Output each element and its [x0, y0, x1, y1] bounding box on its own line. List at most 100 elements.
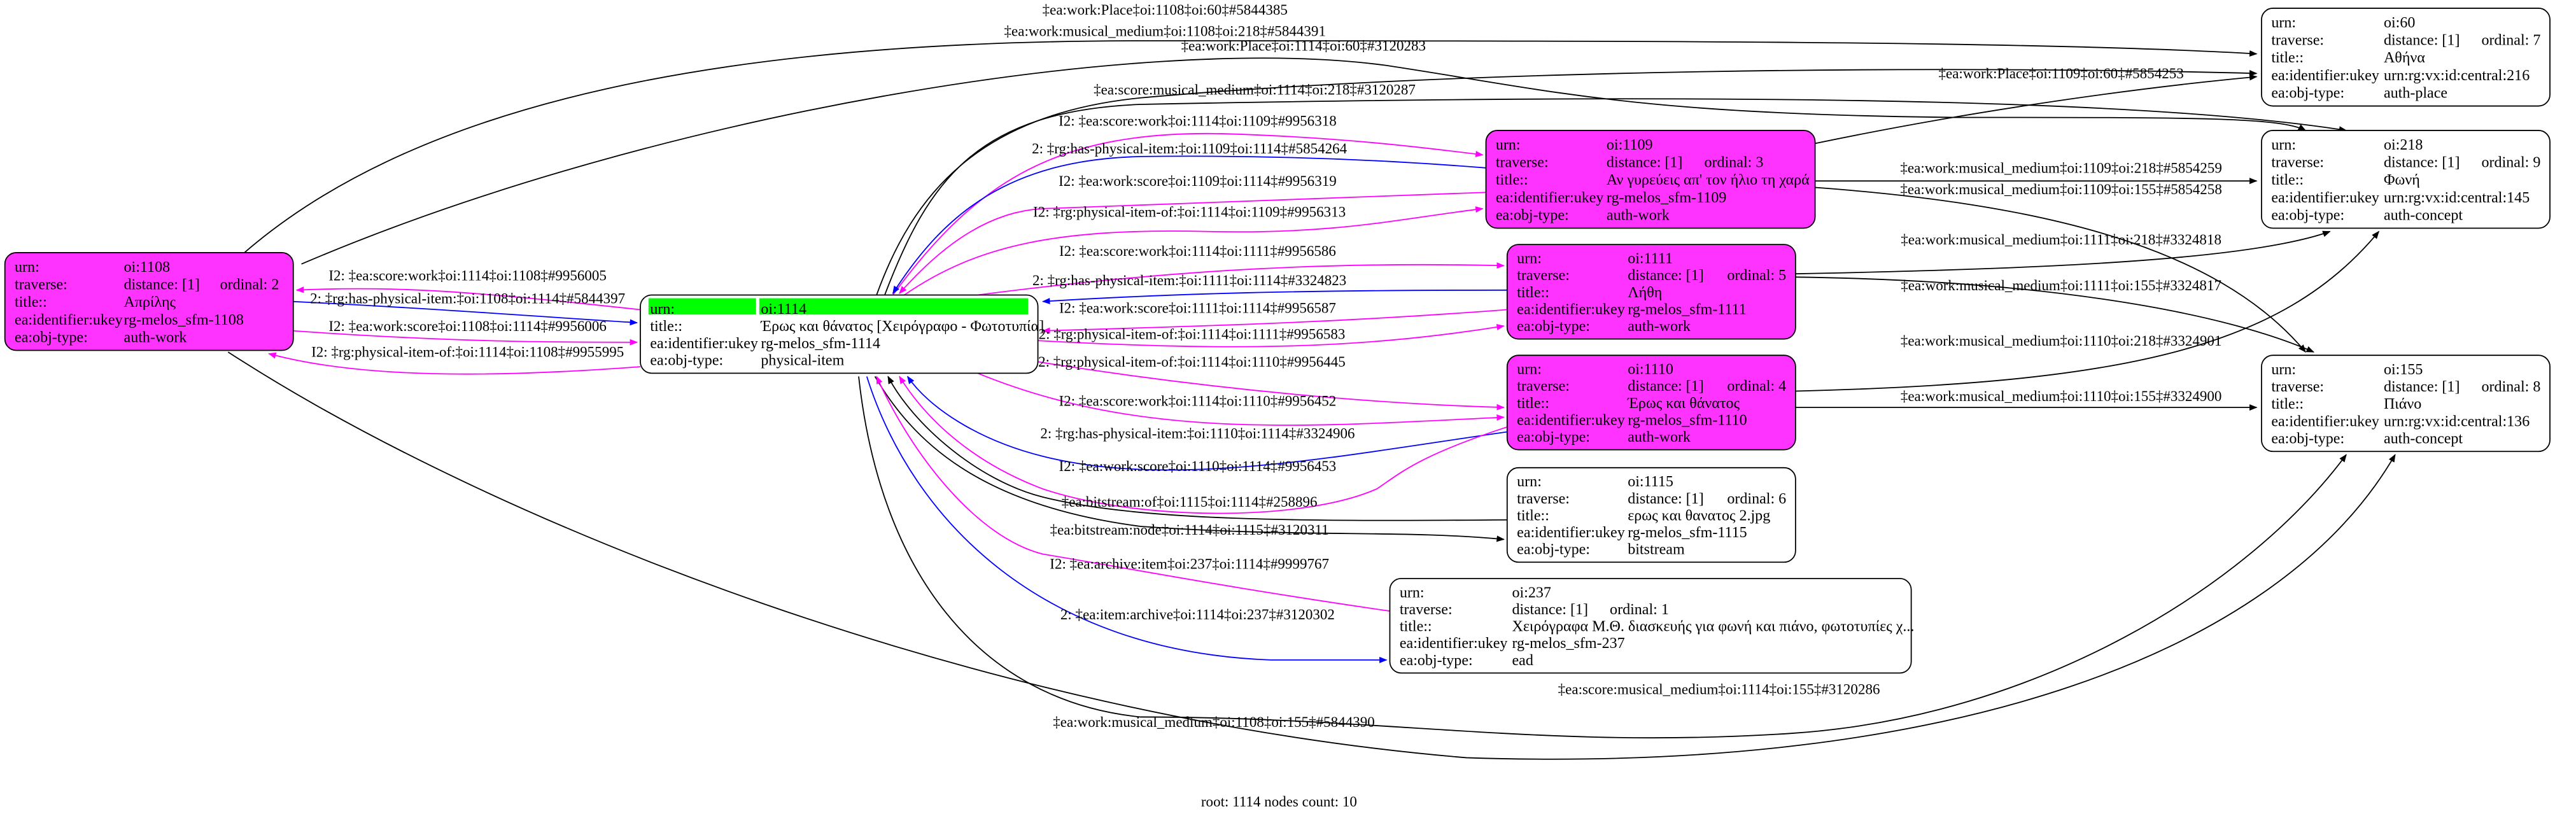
- edge[interactable]: ‡ea:work:musical_medium‡oi:1108‡oi:218‡#…: [301, 22, 2307, 265]
- edge-line[interactable]: [884, 98, 2347, 295]
- edge[interactable]: I2: ‡rg:physical-item-of:‡oi:1114‡oi:111…: [1034, 323, 1505, 348]
- edge-line[interactable]: [293, 300, 638, 326]
- edge-line[interactable]: [1795, 230, 2331, 275]
- edge-line[interactable]: [977, 262, 1505, 296]
- edge[interactable]: I2: ‡ea:score:work‡oi:1114‡oi:1110‡#9956…: [977, 372, 1505, 426]
- edge[interactable]: ‡ea:work:musical_medium‡oi:1109‡oi:218‡#…: [1815, 159, 2258, 185]
- field-label-traverse: traverse:: [1517, 491, 1570, 507]
- edge-line[interactable]: [874, 376, 1505, 542]
- edge-line[interactable]: [892, 132, 1484, 296]
- edge-line[interactable]: [899, 192, 1486, 294]
- edge[interactable]: ‡ea:score:musical_medium‡oi:1114‡oi:155‡…: [858, 376, 2347, 739]
- edge-line[interactable]: [1795, 230, 2380, 392]
- field-value-title: ερως και θανατος 2.jpg: [1628, 507, 1770, 524]
- edge-line[interactable]: [295, 286, 641, 311]
- node-box[interactable]: [2261, 355, 2551, 453]
- edge-line[interactable]: [899, 376, 1508, 514]
- edge[interactable]: I2: ‡ea:score:work‡oi:1114‡oi:1109‡#9956…: [892, 112, 1484, 296]
- node-box[interactable]: [4, 252, 294, 351]
- node-box[interactable]: [1389, 577, 1912, 674]
- field-label-obj-type: ea:obj-type:: [1496, 207, 1569, 223]
- node-box[interactable]: [1506, 467, 1796, 563]
- field-value-obj-type: auth-work: [124, 329, 188, 346]
- node-box[interactable]: [1506, 244, 1796, 340]
- node-box[interactable]: [2261, 130, 2551, 229]
- edge-line[interactable]: [1795, 276, 2315, 353]
- edge[interactable]: ‡ea:work:musical_medium‡oi:1110‡oi:155‡#…: [1795, 388, 2258, 411]
- edge-line[interactable]: [858, 376, 2347, 739]
- field-label-obj-type: ea:obj-type:: [2271, 85, 2344, 101]
- field-value-title: Αθήνα: [2384, 50, 2425, 66]
- edge-line[interactable]: [876, 376, 1390, 612]
- edge[interactable]: 2: ‡rg:has-physical-item:‡oi:1108‡oi:111…: [293, 290, 638, 326]
- edge-line[interactable]: [268, 352, 641, 375]
- edge[interactable]: I2: ‡ea:score:work‡oi:1114‡oi:1108‡#9956…: [295, 267, 641, 311]
- edge-line[interactable]: [907, 376, 1507, 471]
- edge-line[interactable]: [1038, 323, 1505, 348]
- edge-line[interactable]: [227, 351, 2396, 760]
- edge[interactable]: ‡ea:work:musical_medium‡oi:1111‡oi:218‡#…: [1795, 230, 2331, 275]
- edge-label: 2: ‡rg:has-physical-item:‡oi:1109‡oi:111…: [1032, 140, 1347, 157]
- node-box[interactable]: [2261, 8, 2551, 107]
- edge[interactable]: ‡ea:work:musical_medium‡oi:1111‡oi:155‡#…: [1795, 276, 2315, 353]
- edge-line[interactable]: [876, 69, 2258, 295]
- edge[interactable]: ‡ea:work:musical_medium‡oi:1108‡oi:155‡#…: [227, 351, 2396, 760]
- edge-line[interactable]: [977, 372, 1505, 426]
- field-label-ukey: ea:identifier:ukey: [15, 312, 123, 328]
- edge[interactable]: ‡ea:bitstream:of‡oi:1115‡oi:1114‡#258896: [887, 376, 1507, 521]
- edge-line[interactable]: [293, 330, 638, 346]
- edge[interactable]: I2: ‡ea:archive:item‡oi:237‡oi:1114‡#999…: [876, 376, 1390, 612]
- edge[interactable]: ‡ea:score:musical_medium‡oi:1114‡oi:218‡…: [884, 81, 2347, 295]
- node-box[interactable]: [1506, 355, 1796, 451]
- field-label-obj-type: ea:obj-type:: [1517, 318, 1590, 335]
- edge-line[interactable]: [301, 57, 2307, 265]
- edge[interactable]: ‡ea:work:Place‡oi:1114‡oi:60‡#3120283: [876, 38, 2258, 295]
- node-box[interactable]: [1485, 130, 1816, 229]
- edge[interactable]: 2: ‡rg:has-physical-item:‡oi:1109‡oi:111…: [892, 140, 1486, 294]
- field-value-ukey: rg-melos_sfm-237: [1512, 635, 1624, 652]
- edge-line[interactable]: [1042, 309, 1507, 334]
- edge[interactable]: 2: ‡ea:item:archive‡oi:1114‡oi:237‡#3120…: [866, 376, 1388, 663]
- edge-line[interactable]: [1042, 289, 1507, 305]
- edge[interactable]: I2: ‡rg:physical-item-of:‡oi:1114‡oi:111…: [1033, 353, 1505, 411]
- traverse-distance: distance: [1]: [124, 277, 201, 293]
- edge[interactable]: ‡ea:work:Place‡oi:1108‡oi:60‡#5844385: [244, 1, 2258, 253]
- edge[interactable]: I2: ‡rg:physical-item-of:‡oi:1114‡oi:110…: [268, 344, 641, 375]
- edge[interactable]: ‡ea:work:musical_medium‡oi:1109‡oi:155‡#…: [1815, 181, 2306, 353]
- traverse-distance: distance: [1]: [1512, 601, 1588, 618]
- edge-line[interactable]: [1815, 74, 2258, 144]
- edge-line[interactable]: [1815, 186, 2306, 353]
- edge-line[interactable]: [866, 376, 1388, 663]
- edge[interactable]: I2: ‡ea:work:score‡oi:1111‡oi:1114‡#9956…: [1042, 300, 1507, 334]
- edge[interactable]: I2: ‡ea:work:score‡oi:1108‡oi:1114‡#9956…: [293, 318, 638, 346]
- edge-line[interactable]: [887, 376, 1507, 521]
- edge[interactable]: I2: ‡ea:score:work‡oi:1114‡oi:1111‡#9956…: [977, 243, 1505, 296]
- edge[interactable]: I2: ‡rg:physical-item-of:‡oi:1114‡oi:110…: [904, 204, 1484, 296]
- edge-line[interactable]: [904, 206, 1484, 296]
- field-value-urn: oi:1111: [1628, 251, 1673, 267]
- edge[interactable]: I2: ‡ea:work:score‡oi:1109‡oi:1114‡#9956…: [899, 172, 1486, 294]
- edge[interactable]: 2: ‡rg:has-physical-item:‡oi:1111‡oi:111…: [1032, 272, 1507, 305]
- edge-line[interactable]: [244, 40, 2258, 253]
- edge-line[interactable]: [892, 155, 1486, 294]
- edge-line[interactable]: [1038, 361, 1505, 411]
- field-label-traverse: traverse:: [1496, 155, 1549, 171]
- edge[interactable]: 2: ‡rg:has-physical-item:‡oi:1110‡oi:111…: [907, 376, 1507, 471]
- edge[interactable]: I2: ‡ea:work:score‡oi:1110‡oi:1114‡#9956…: [899, 376, 1508, 514]
- field-value-urn: oi:60: [2384, 15, 2415, 31]
- traverse-ordinal: ordinal: 4: [1727, 378, 1786, 395]
- edge[interactable]: ‡ea:work:Place‡oi:1109‡oi:60‡#5854253: [1815, 65, 2258, 144]
- traverse-distance: distance: [1]: [1628, 378, 1704, 395]
- edge[interactable]: ‡ea:work:musical_medium‡oi:1110‡oi:218‡#…: [1795, 230, 2380, 392]
- edge[interactable]: ‡ea:bitstream:node‡oi:1114‡oi:1115‡#3120…: [874, 376, 1505, 542]
